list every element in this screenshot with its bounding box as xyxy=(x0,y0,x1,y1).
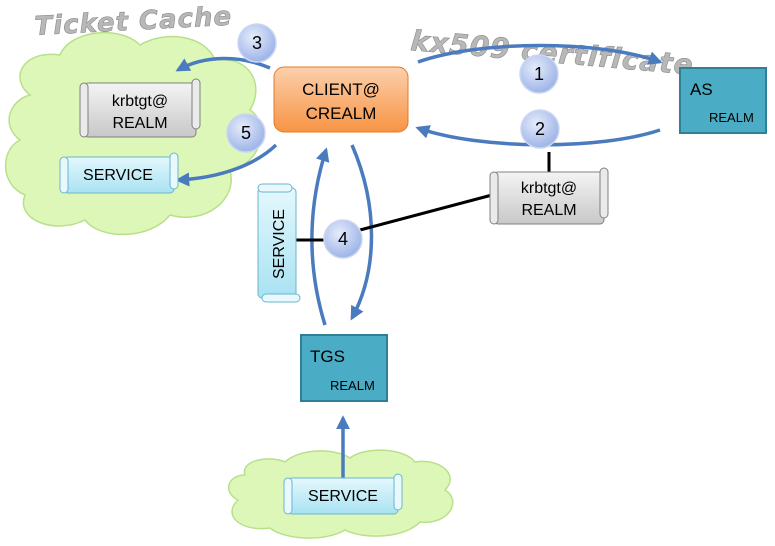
step-circle-1: 1 xyxy=(519,54,559,94)
issued-tgt-line1: krbtgt@ xyxy=(521,180,577,197)
step-number: 3 xyxy=(252,33,262,53)
arrow-step-4-up xyxy=(310,147,330,326)
as-realm: REALM xyxy=(709,110,754,125)
tgs-server-box: TGS REALM xyxy=(300,334,388,402)
cache-service-ticket: SERVICE xyxy=(59,152,179,194)
request-service-label: SERVICE xyxy=(271,209,288,279)
bottom-service-ticket: SERVICE xyxy=(283,473,403,515)
ticket-cache-title: Ticket Cache xyxy=(34,2,233,42)
connector-step4-ticket xyxy=(359,193,493,232)
bottom-service-label: SERVICE xyxy=(308,488,378,505)
tgs-realm: REALM xyxy=(330,378,375,393)
client-box: CLIENT@ CREALM xyxy=(273,66,409,133)
cache-tgt-line2: REALM xyxy=(112,115,167,132)
tgs-name: TGS xyxy=(310,347,345,366)
arrow-step-5 xyxy=(175,143,278,187)
issued-tgt-line2: REALM xyxy=(521,202,576,219)
step-circle-3: 3 xyxy=(237,23,277,63)
step-circle-5: 5 xyxy=(226,113,266,153)
step-number: 2 xyxy=(535,119,545,139)
client-label-line2: CREALM xyxy=(306,104,377,123)
issued-tgt-ticket: krbtgt@ REALM xyxy=(489,167,609,225)
cache-tgt-ticket: krbtgt@ REALM xyxy=(79,78,201,138)
client-label-line1: CLIENT@ xyxy=(302,80,380,99)
arrow-step-3 xyxy=(175,56,271,72)
arrow-step-1 xyxy=(417,43,663,65)
arrow-step-4-down xyxy=(350,144,374,321)
step-circle-4: 4 xyxy=(323,219,363,259)
request-service-ticket: SERVICE xyxy=(257,183,301,303)
step-circle-2: 2 xyxy=(520,109,560,149)
cache-service-label: SERVICE xyxy=(83,167,153,184)
step-number: 4 xyxy=(338,229,348,249)
step-number: 1 xyxy=(534,64,544,84)
step-number: 5 xyxy=(241,123,251,143)
as-name: AS xyxy=(690,80,713,99)
cache-tgt-line1: krbtgt@ xyxy=(112,93,168,110)
as-server-box: AS REALM xyxy=(679,67,767,134)
